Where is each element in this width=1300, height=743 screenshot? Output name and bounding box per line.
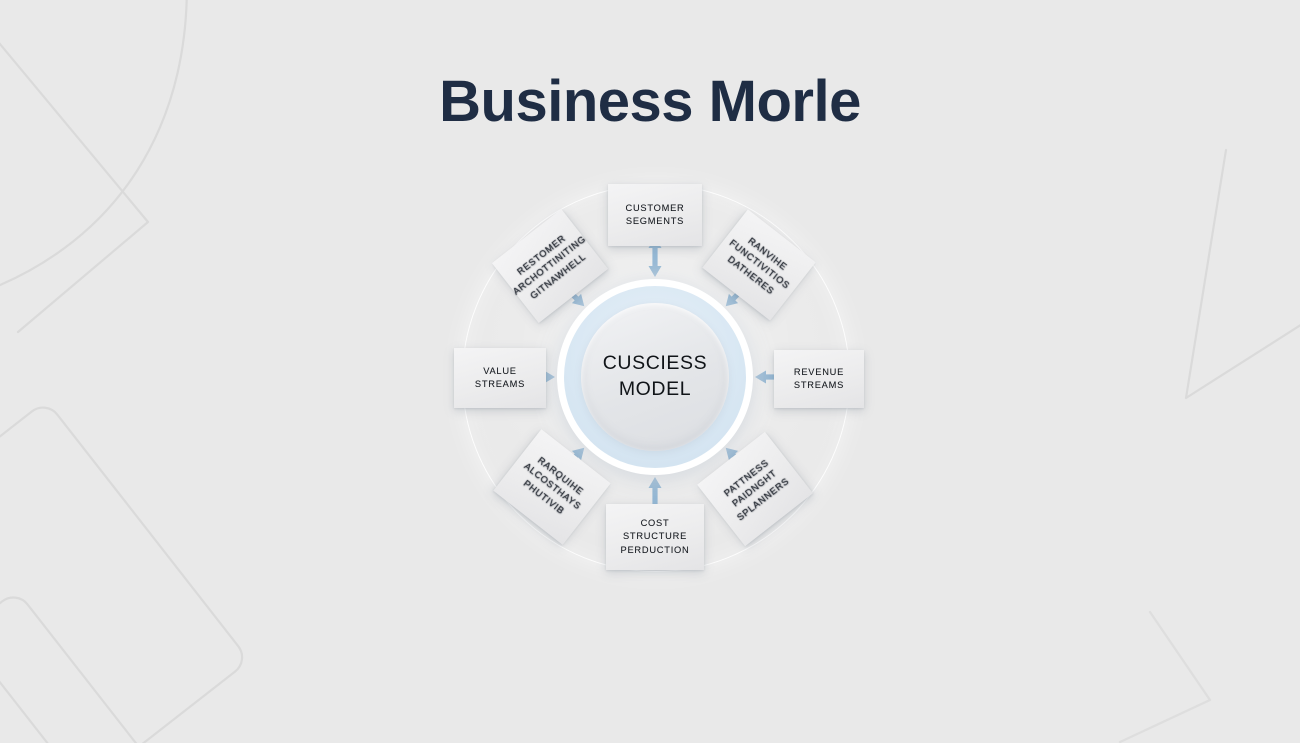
center-hub-label: CUSCIESS MODEL <box>603 351 708 402</box>
node-line: STREAMS <box>793 380 845 390</box>
node-key-partners-label: PATTNESS PAIDNGHT SPLANNERS <box>718 454 793 525</box>
decor-rect-1 <box>0 406 244 743</box>
business-model-diagram: CUSCIESS MODEL CUSTOMER SEGMENTS RANVIHE… <box>450 172 864 582</box>
node-line: STREAMS <box>474 379 526 389</box>
node-line: STRUCTURE <box>622 531 688 542</box>
node-revenue-streams-label: REVENUE STREAMS <box>794 366 844 393</box>
node-line: REVENUE <box>793 366 845 377</box>
page-title: Business Morle <box>439 69 861 134</box>
decor-rect-2 <box>0 596 195 743</box>
node-key-resources-label: RARQUIHE ALCOSTHAYS PHUTIVIB <box>512 450 592 525</box>
decor-arc-1 <box>0 0 188 287</box>
node-value-streams-label: VALUE STREAMS <box>475 365 525 392</box>
decor-line-2 <box>1184 148 1300 400</box>
center-hub-line2: MODEL <box>618 378 692 400</box>
node-line: CUSTOMER <box>625 202 685 213</box>
center-hub[interactable]: CUSCIESS MODEL <box>581 303 729 451</box>
node-cost-structure-label: COST STRUCTURE PERDUCTION <box>621 517 690 557</box>
node-value-streams[interactable]: VALUE STREAMS <box>454 348 546 408</box>
node-line: SEGMENTS <box>625 216 685 226</box>
decor-line-1 <box>0 42 150 334</box>
node-cost-structure[interactable]: COST STRUCTURE PERDUCTION <box>606 504 704 570</box>
node-line: PERDUCTION <box>620 544 690 555</box>
node-customer-segments-label: CUSTOMER SEGMENTS <box>625 202 684 229</box>
node-customer-segments[interactable]: CUSTOMER SEGMENTS <box>608 184 702 246</box>
node-line: VALUE <box>483 365 517 376</box>
node-line: COST <box>640 517 670 528</box>
center-hub-line1: CUSCIESS <box>602 352 708 375</box>
node-revenue-streams[interactable]: REVENUE STREAMS <box>774 350 864 408</box>
decor-line-3 <box>1118 610 1212 743</box>
